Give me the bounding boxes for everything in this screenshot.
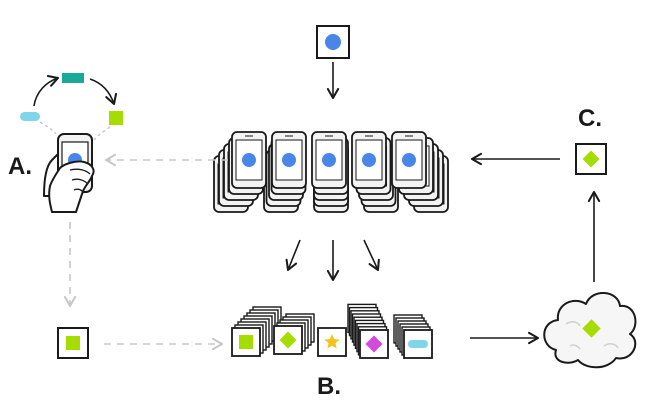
star-icon — [324, 334, 340, 349]
lime-square-icon — [109, 111, 123, 125]
blue-circle-icon — [322, 153, 336, 167]
blue-circle-icon — [402, 153, 416, 167]
cycle-dash-right — [93, 126, 111, 141]
device-fleet — [213, 131, 449, 213]
update-card — [231, 327, 261, 357]
cycle-arrow-1 — [33, 74, 60, 107]
lime-diamond-icon — [582, 319, 601, 338]
lime-diamond-icon — [582, 150, 600, 168]
cycle-arrow-2 — [89, 78, 118, 106]
teal-rectangle-icon — [62, 73, 84, 83]
arrow-fleet-to-updates-right — [363, 239, 380, 272]
label-b: B. — [317, 373, 341, 400]
phone — [311, 131, 347, 189]
user-device-hand — [43, 133, 95, 213]
blue-circle-icon — [242, 153, 256, 167]
cloud-server — [543, 292, 637, 369]
cyan-pill-icon — [408, 340, 428, 348]
lime-square-icon — [239, 335, 253, 349]
phone — [271, 131, 307, 189]
improved-model-card — [575, 143, 607, 175]
blue-circle-icon — [325, 34, 341, 50]
local-update-card — [57, 327, 89, 359]
lime-square-icon — [66, 336, 80, 350]
label-c: C. — [578, 105, 602, 132]
label-a: A. — [8, 153, 32, 180]
update-card — [317, 327, 347, 357]
update-card — [403, 329, 433, 359]
cyan-pill-icon — [20, 112, 40, 121]
blue-circle-icon — [362, 153, 376, 167]
update-card — [359, 329, 389, 359]
blue-circle-icon — [282, 153, 296, 167]
global-model-card — [316, 25, 350, 59]
arrow-fleet-to-updates-left — [285, 239, 301, 272]
phone — [351, 131, 387, 189]
diamond-icon — [279, 331, 297, 349]
phone — [231, 131, 267, 189]
local-usage-cycle — [20, 73, 123, 141]
cycle-dash-left — [39, 121, 57, 135]
update-card — [273, 325, 303, 355]
phone — [391, 131, 427, 189]
aggregated-updates — [231, 303, 433, 359]
diamond-icon — [365, 335, 383, 353]
